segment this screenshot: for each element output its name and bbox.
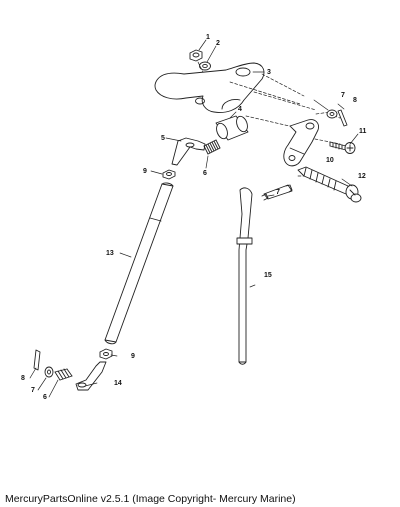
callout-5: 5 — [161, 135, 165, 142]
image-copyright-caption: MercuryPartsOnline v2.5.1 (Image Copyrig… — [5, 493, 296, 505]
callout-6: 6 — [203, 170, 207, 177]
pivot-bolt-part-12 — [297, 166, 362, 203]
bracket-part-10 — [283, 119, 319, 167]
rod-end-part-5 — [171, 137, 206, 166]
callout-labels: 1 2 3 4 5 6 7 8 9 10 11 12 13 14 15 6 7 … — [21, 34, 367, 401]
callout-9: 9 — [143, 168, 147, 175]
bushing-part-4 — [215, 115, 249, 141]
washer-part-2 — [199, 61, 211, 71]
callout-2: 2 — [216, 40, 220, 47]
nut-part-9-top — [162, 169, 176, 180]
callout-9-bottom: 9 — [131, 353, 135, 360]
callout-7: 7 — [341, 92, 345, 99]
nut-part-9-bottom — [99, 348, 113, 360]
callout-15: 15 — [264, 272, 272, 279]
rod-end-part-14 — [75, 361, 107, 391]
callout-12: 12 — [358, 173, 366, 180]
callout-4: 4 — [238, 106, 242, 113]
washer-part-7-top — [326, 109, 338, 119]
callout-7-bottom: 7 — [31, 387, 35, 394]
callout-6-bottom: 6 — [43, 394, 47, 401]
callout-10: 10 — [326, 157, 334, 164]
callout-3: 3 — [267, 69, 271, 76]
callout-14: 14 — [114, 380, 122, 387]
cotter-pin-part-8-top — [337, 109, 348, 127]
callout-8: 8 — [353, 97, 357, 104]
washer-part-7-bottom — [44, 366, 54, 378]
pin-mark-label: 7 — [276, 189, 280, 196]
cotter-pin-part-8-bottom — [33, 349, 41, 371]
leader-lines — [29, 39, 359, 398]
callout-11: 11 — [359, 128, 367, 135]
callout-1: 1 — [206, 34, 210, 41]
bellcrank-part-3 — [154, 62, 265, 113]
callout-8-bottom: 8 — [21, 375, 25, 382]
screw-part-11 — [329, 141, 356, 154]
rod-part-15 — [236, 187, 253, 365]
spring-part-6-top — [203, 139, 221, 155]
callout-13: 13 — [106, 250, 114, 257]
nut-part-1 — [189, 49, 203, 62]
rod-part-13 — [104, 182, 174, 345]
spring-part-6-bottom — [54, 368, 73, 381]
